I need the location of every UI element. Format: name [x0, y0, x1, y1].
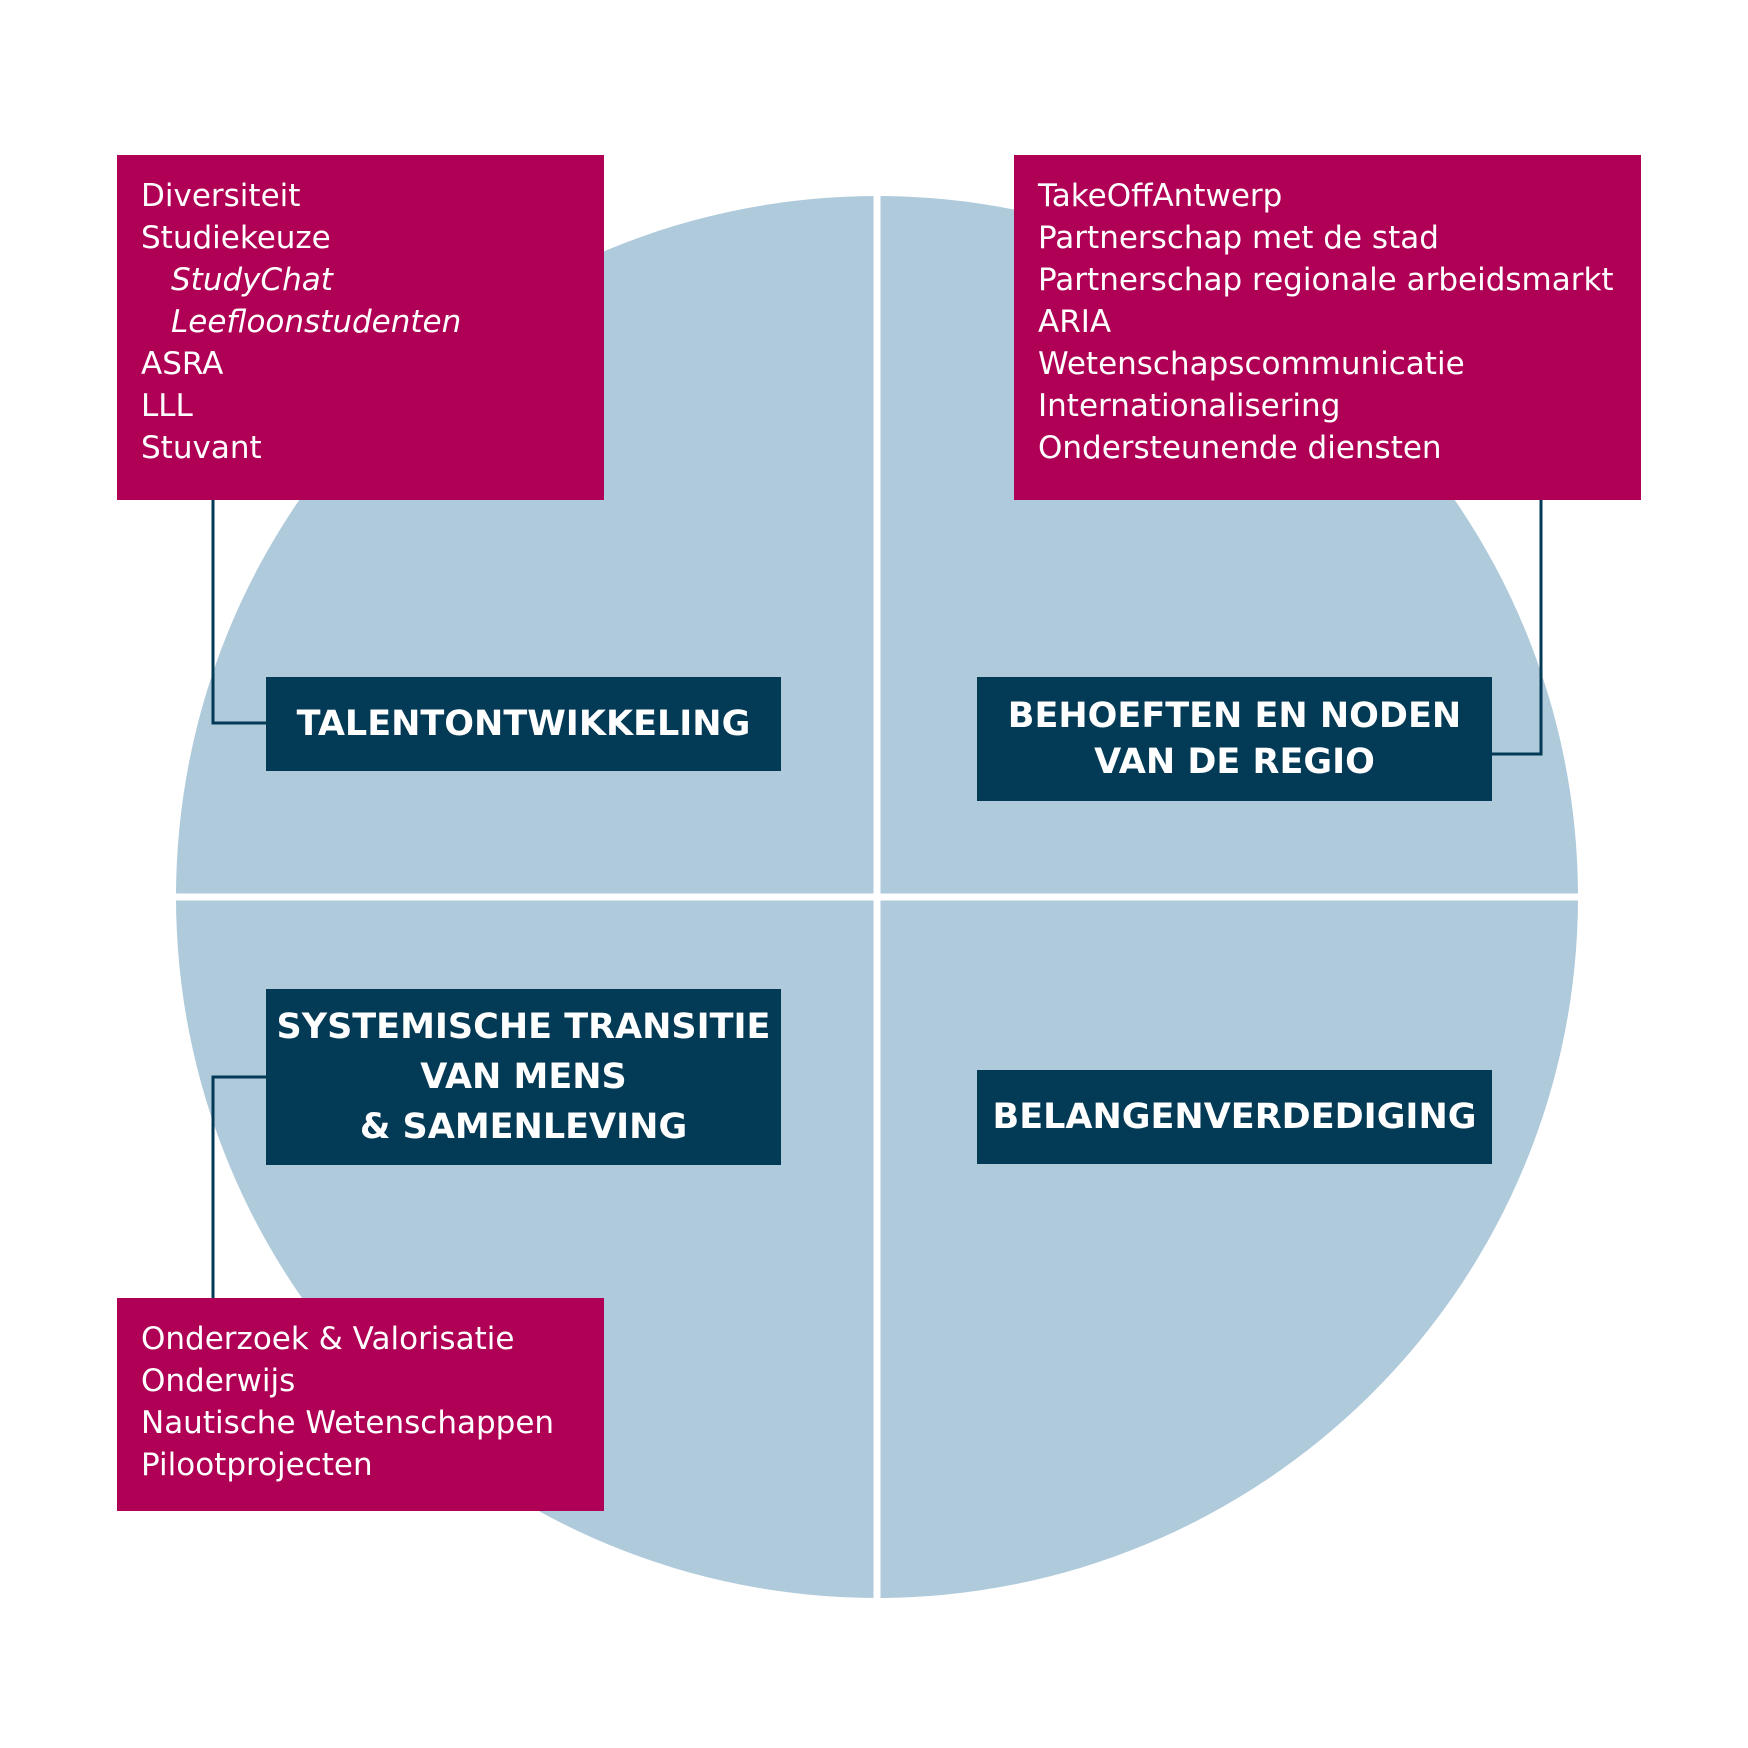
- list-item: Onderzoek & Valorisatie: [141, 1321, 515, 1357]
- quadrant-title: BELANGENVERDEDIGING: [992, 1097, 1477, 1137]
- list-sub-item: StudyChat: [171, 262, 333, 298]
- list-item: Diversiteit: [141, 178, 301, 214]
- list-item: Partnerschap met de stad: [1038, 220, 1439, 256]
- title-box-systemische-transitie: SYSTEMISCHE TRANSITIE VAN MENS & SAMENLE…: [266, 989, 781, 1165]
- connector-systemische-transitie: [211, 1075, 266, 1298]
- list-item: LLL: [141, 388, 193, 424]
- title-box-talentontwikkeling: TALENTONTWIKKELING: [266, 677, 781, 771]
- list-item: Onderwijs: [141, 1363, 296, 1399]
- list-box-behoeften-regio: TakeOffAntwerp Partnerschap met de stad …: [1014, 155, 1641, 500]
- list-item: ASRA: [141, 346, 224, 382]
- quadrant-title: & SAMENLEVING: [359, 1107, 688, 1147]
- list-item: TakeOffAntwerp: [1038, 178, 1283, 214]
- title-box-behoeften-regio: BEHOEFTEN EN NODEN VAN DE REGIO: [977, 677, 1492, 801]
- quadrant-title: VAN DE REGIO: [1094, 742, 1375, 782]
- list-item: Internationalisering: [1038, 388, 1341, 424]
- list-box-talentontwikkeling: Diversiteit Studiekeuze StudyChat Leeflo…: [117, 155, 604, 500]
- title-box-belangenverdediging: BELANGENVERDEDIGING: [977, 1070, 1492, 1164]
- connector-talentontwikkeling: [211, 500, 266, 725]
- list-box-systemische-transitie: Onderzoek & Valorisatie Onderwijs Nautis…: [117, 1298, 604, 1511]
- quadrant-title: SYSTEMISCHE TRANSITIE: [276, 1007, 771, 1047]
- list-item: Partnerschap regionale arbeidsmarkt: [1038, 262, 1614, 298]
- quadrant-title: BEHOEFTEN EN NODEN: [1007, 696, 1462, 736]
- quadrant-title: TALENTONTWIKKELING: [296, 704, 751, 744]
- connector-behoeften-regio: [1492, 500, 1543, 756]
- quadrant-title: VAN MENS: [420, 1057, 627, 1097]
- list-item: Nautische Wetenschappen: [141, 1405, 555, 1441]
- list-item: Stuvant: [141, 430, 262, 466]
- list-item: Studiekeuze: [141, 220, 331, 256]
- list-item: Ondersteunende diensten: [1038, 430, 1442, 466]
- list-sub-item: Leefloonstudenten: [171, 304, 462, 340]
- list-item: Pilootprojecten: [141, 1447, 373, 1483]
- list-item: Wetenschapscommunicatie: [1038, 346, 1465, 382]
- list-item: ARIA: [1038, 304, 1112, 340]
